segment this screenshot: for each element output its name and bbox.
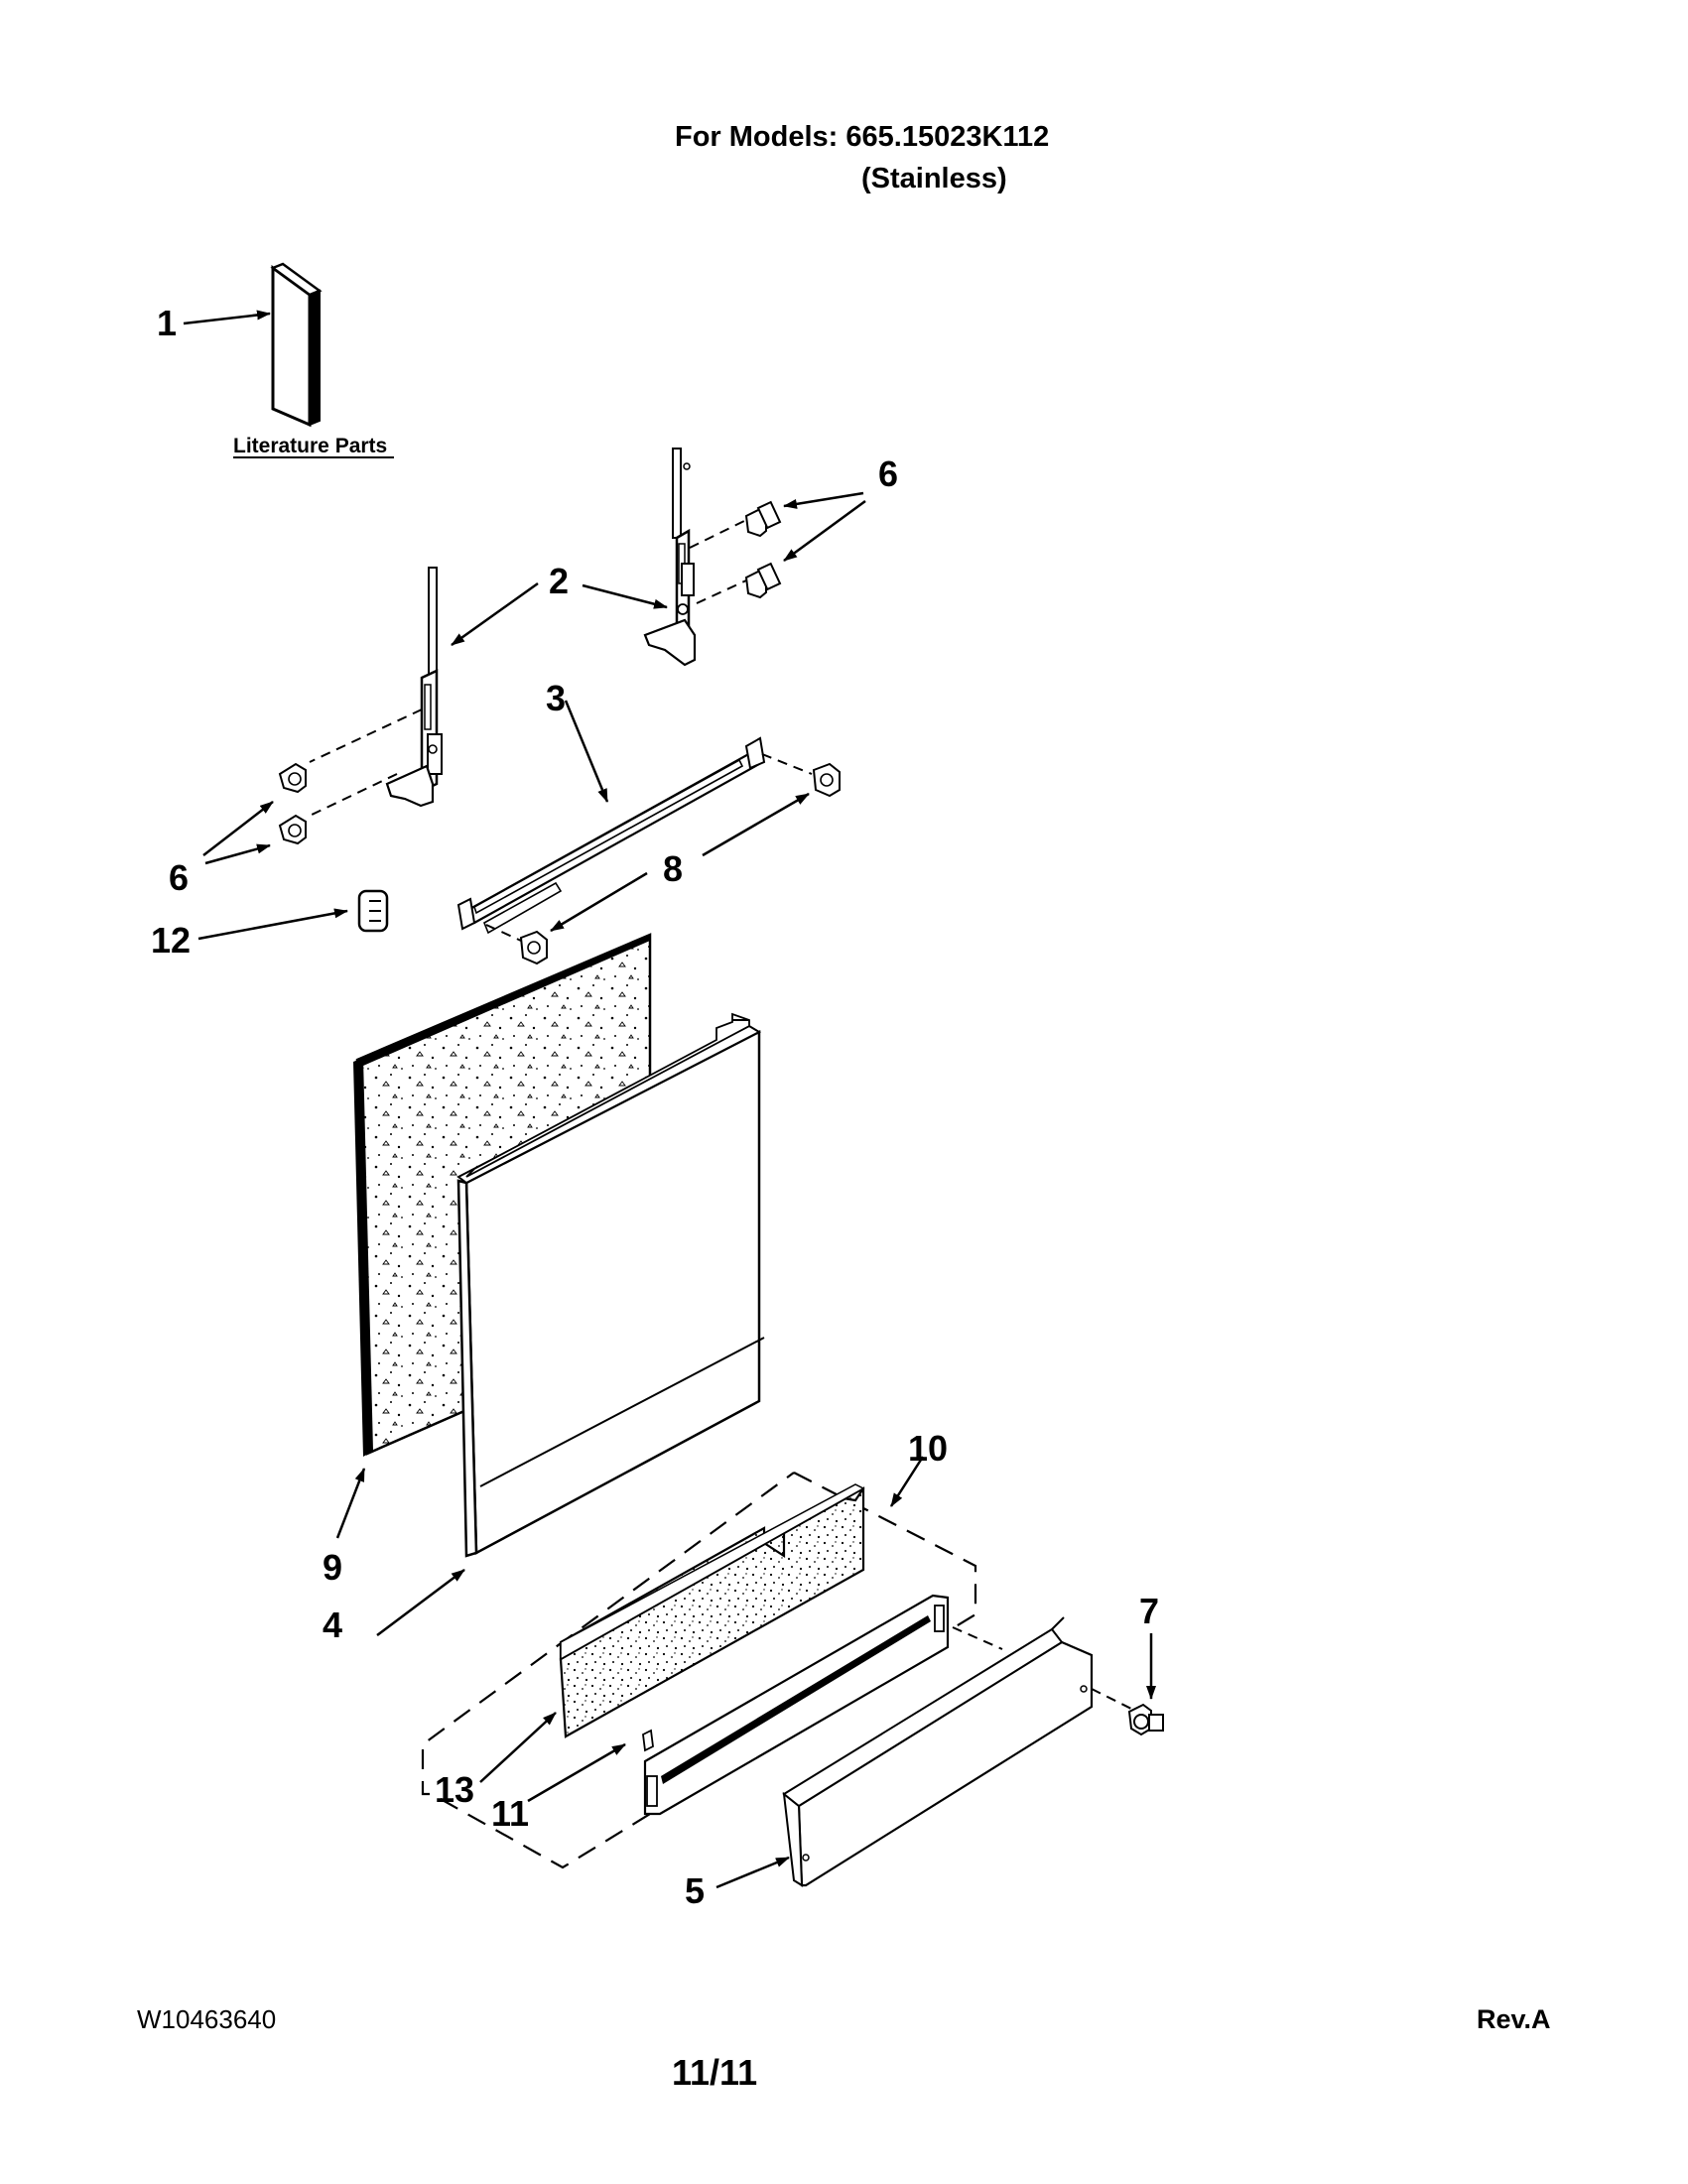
leader-8a [702,792,810,857]
leader-6b1 [202,801,274,856]
leader-11 [527,1742,626,1803]
literature-part [270,262,323,428]
kickplate-screw [1127,1703,1164,1736]
door-clip [357,889,389,933]
leader-12 [197,908,348,941]
leader-2a [451,581,539,647]
callout-13: 13 [435,1769,474,1810]
callout-6-upper: 6 [878,453,898,494]
callout-6-lower: 6 [169,857,189,898]
hinge-screw [689,500,782,549]
callout-3: 3 [546,678,566,718]
literature-parts-label: Literature Parts [233,435,387,457]
models-line: For Models: 665.15023K112 [675,121,1050,153]
hinge-left [385,567,443,808]
leader-8b [550,871,648,933]
kickplate [782,1616,1132,1887]
document-number: W10463640 [137,2004,277,2034]
hinge-screw [696,562,782,604]
rail-screw [485,924,548,965]
leader-6a1 [783,491,864,509]
page-number: 11/11 [672,2052,758,2093]
leader-1 [183,310,271,325]
callout-7: 7 [1139,1591,1159,1631]
leader-9 [335,1468,366,1539]
leader-4 [376,1569,465,1636]
leader-5 [715,1856,790,1889]
callout-9: 9 [323,1547,342,1588]
callout-11: 11 [491,1793,529,1834]
callout-4: 4 [323,1605,342,1645]
door-rail [456,736,766,935]
callout-1: 1 [157,303,177,343]
callout-2: 2 [549,561,569,601]
hinge-screw [278,708,423,794]
leader-6a2 [783,499,866,563]
toe-panel-assembly-outline [421,1472,977,1869]
leader-3 [564,700,609,803]
callout-10: 10 [908,1428,948,1469]
leader-13 [479,1712,557,1783]
finish-line: (Stainless) [861,163,1007,194]
toe-bracket [642,1594,1003,1816]
revision-label: Rev.A [1477,2004,1551,2034]
callout-12: 12 [151,920,191,961]
callout-5: 5 [685,1870,705,1911]
callout-8: 8 [663,848,683,889]
leader-2b [582,583,668,609]
rail-screw [761,753,841,798]
leader-10 [889,1456,925,1507]
toe-insulation-strip [559,1483,865,1738]
outer-door-panel [456,1012,765,1558]
hinge-screw [278,773,398,845]
leader-6b2 [204,843,271,865]
hinge-right [643,448,697,667]
